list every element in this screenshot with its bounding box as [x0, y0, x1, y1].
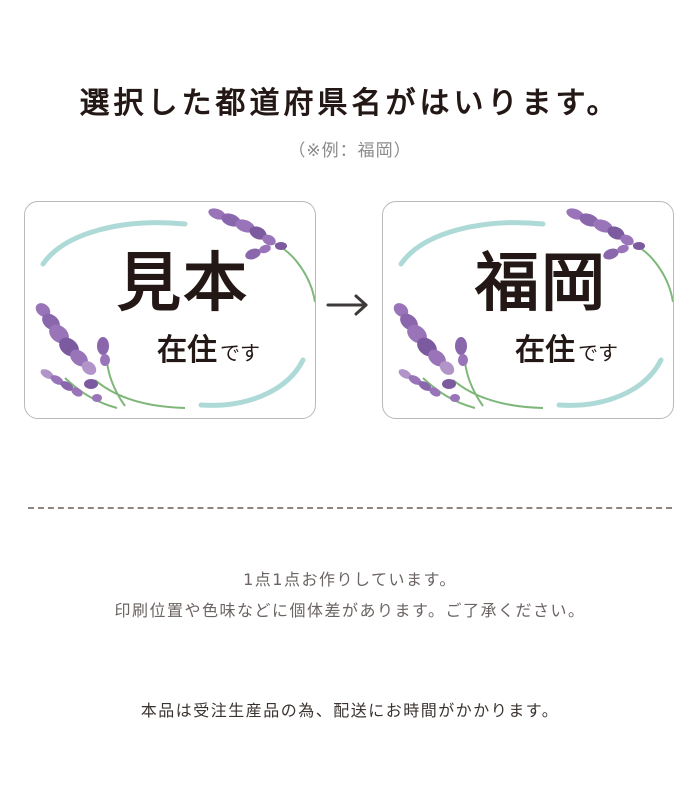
made-to-order-note: 本品は受注生産品の為、配送にお時間がかかります。	[140, 701, 560, 720]
residence-text: 在住です	[515, 336, 618, 366]
lavender-decoration-icon	[393, 208, 673, 409]
sample-label-card: 見本 在住です	[24, 201, 316, 419]
residence-suffix: です	[220, 341, 260, 365]
handmade-note: 1点1点お作りしています。	[243, 570, 457, 589]
variation-note: 印刷位置や色味などに個体差があります。ご了承ください。	[114, 601, 586, 620]
right-arrow-icon	[326, 294, 368, 316]
lavender-decoration-icon	[35, 208, 315, 409]
residence-text: 在住です	[157, 336, 260, 366]
prefecture-name: 見本	[117, 247, 249, 321]
residence-suffix: です	[578, 341, 618, 365]
residence-label: 在住	[515, 333, 575, 368]
prefecture-name: 福岡	[475, 247, 607, 321]
page-title: 選択した都道府県名がはいります。	[79, 86, 621, 121]
dashed-divider	[28, 507, 672, 509]
example-caption: （※例：福岡）	[288, 141, 412, 161]
residence-label: 在住	[157, 333, 217, 368]
example-label-card: 福岡 在住です	[382, 201, 674, 419]
